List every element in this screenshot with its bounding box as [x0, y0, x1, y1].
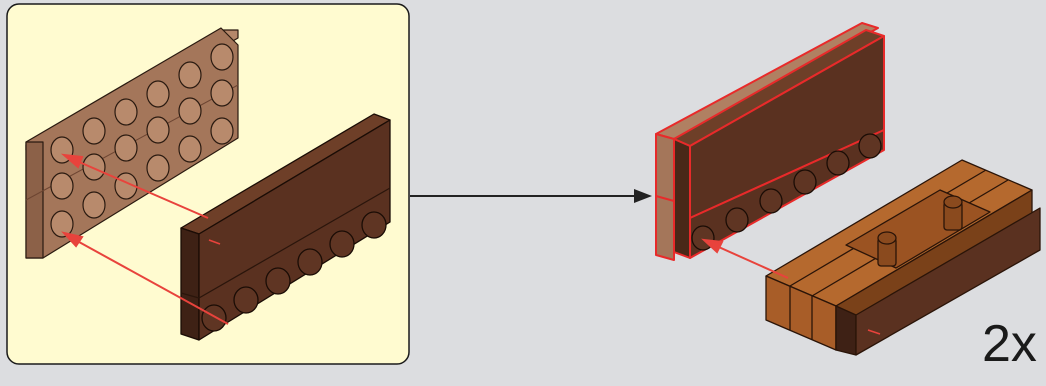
tile-brick-1x6-reddish-brown	[180, 113, 391, 341]
callout-assembly-arrows	[60, 153, 229, 325]
assembly-arrow-icon	[701, 238, 789, 279]
plate-2x6-medium-nougat	[25, 27, 239, 259]
connector-arrow-icon	[410, 189, 652, 203]
callout-box	[6, 3, 410, 365]
assembly-studs	[691, 133, 882, 251]
tile-brick-studs	[201, 211, 387, 332]
assembly-highlighted	[655, 22, 885, 261]
plate-studs	[50, 43, 234, 238]
part-multiplier-label: 2x	[982, 315, 1037, 373]
brick-assembly-dark-orange	[765, 159, 1041, 356]
brick-clips	[877, 195, 963, 267]
